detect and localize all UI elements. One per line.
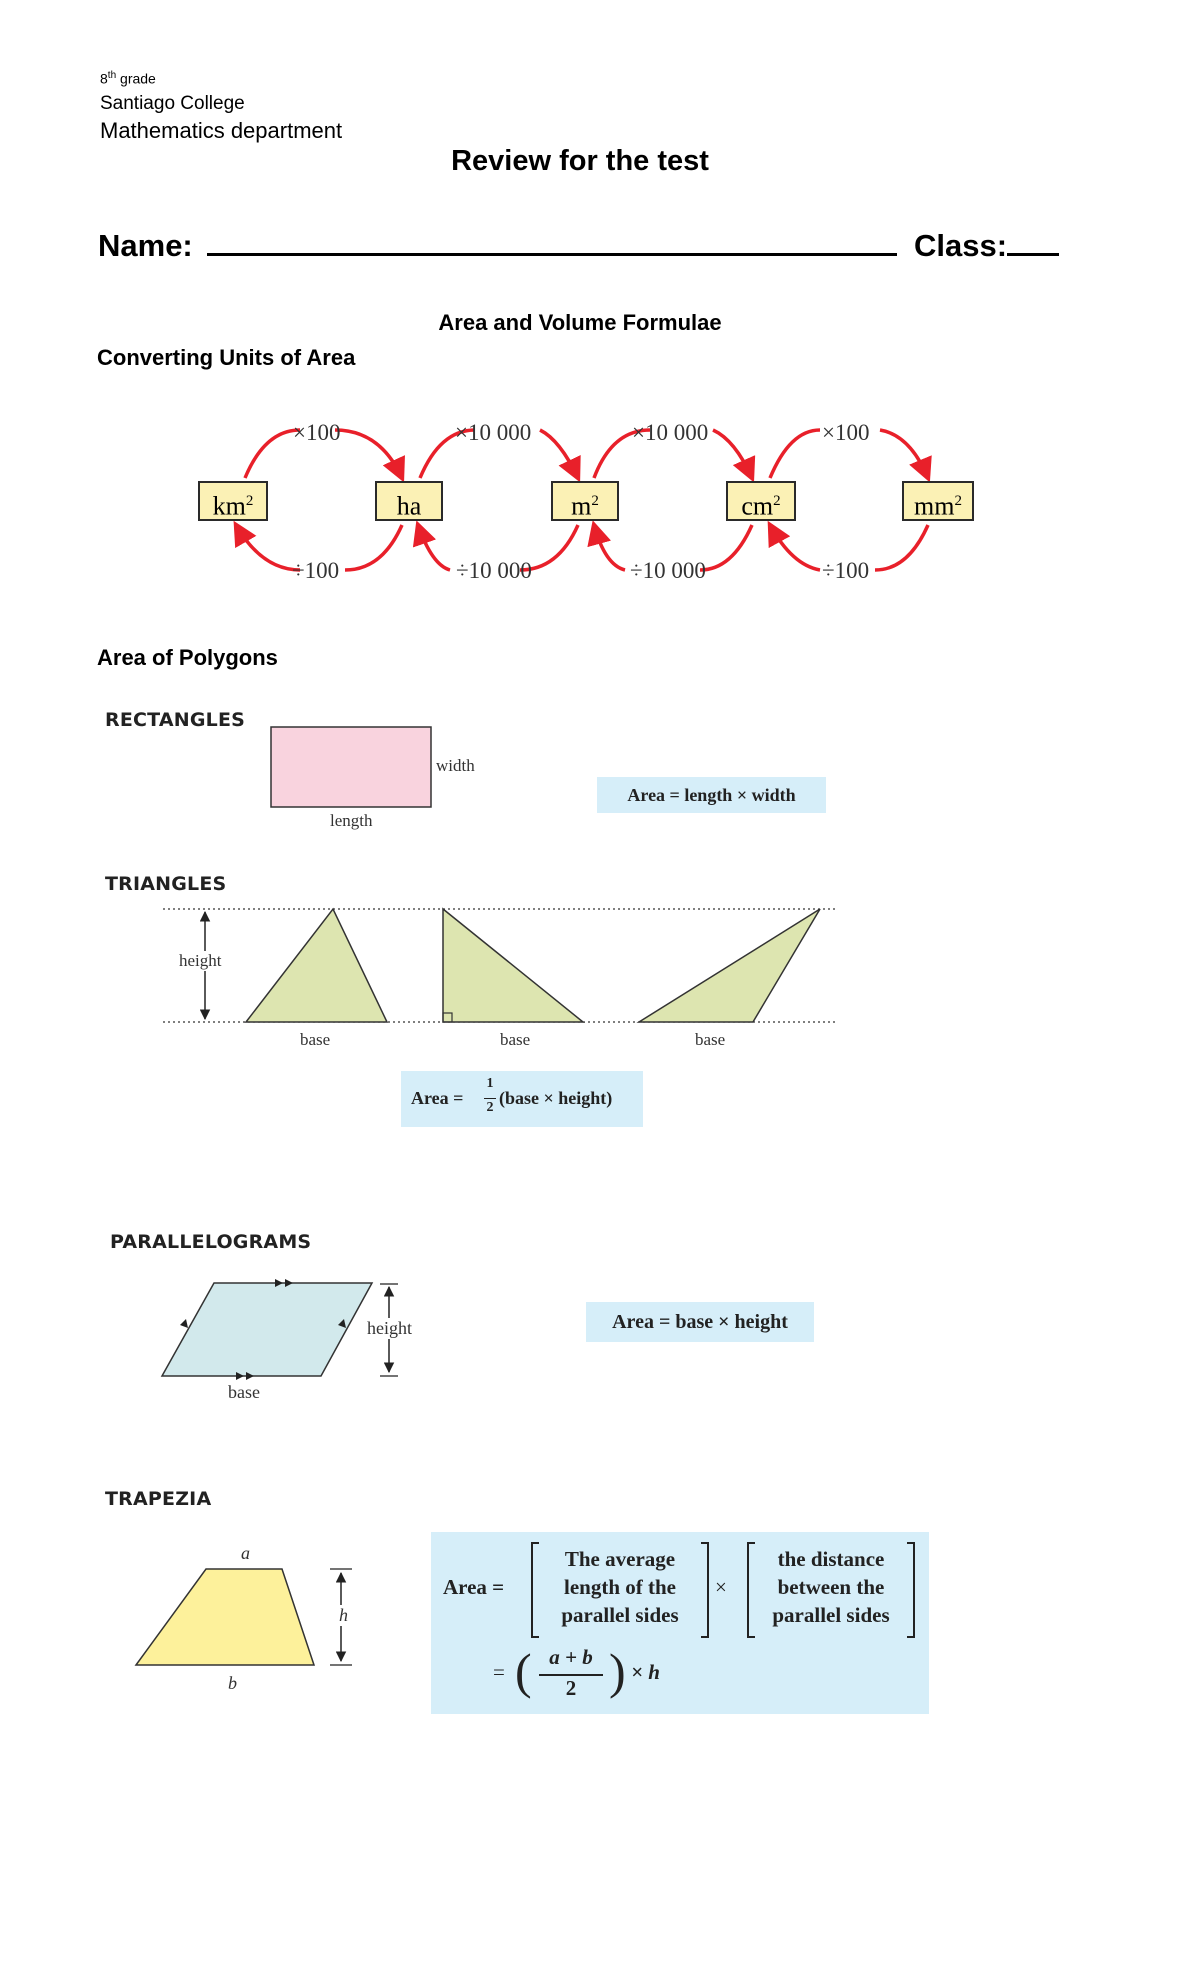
multiply-label-3: ×10 000 xyxy=(632,420,709,445)
triangle-formula-prefix: Area = xyxy=(411,1088,464,1108)
divide-label-1: ÷100 xyxy=(292,558,340,583)
divide-label-4: ÷100 xyxy=(822,558,870,583)
trapezium-area-label: Area = xyxy=(443,1575,505,1599)
unit-box-cm2: cm2 xyxy=(726,481,796,521)
triangles-caption: TRIANGLES xyxy=(105,873,227,895)
bracket-distance: the distance between the parallel sides xyxy=(747,1542,915,1638)
bracket2-line-2: between the xyxy=(777,1575,885,1599)
trapezium-times-h: × h xyxy=(631,1660,660,1684)
paren-close: ) xyxy=(609,1643,626,1699)
bracket2-line-3: parallel sides xyxy=(772,1603,890,1627)
triangle-formula-suffix: (base × height) xyxy=(499,1088,613,1108)
bracket1-line-2: length of the xyxy=(564,1575,676,1599)
school-name: Santiago College xyxy=(100,93,245,114)
triangle-shape-3 xyxy=(636,908,821,1023)
right-angle-marker xyxy=(442,1012,453,1023)
department-name: Mathematics department xyxy=(100,118,343,143)
triangle-frac-den: 2 xyxy=(486,1100,494,1115)
trapezium-times: × xyxy=(715,1575,727,1599)
parallel-marks xyxy=(180,1279,346,1380)
rectangle-formula: Area = length × width xyxy=(597,777,826,813)
triangle-base-label-1: base xyxy=(300,1030,331,1049)
triangle-base-label-2: base xyxy=(500,1030,531,1049)
bracket1-line-1: The average xyxy=(564,1547,676,1571)
trapezium-a-label: a xyxy=(241,1543,250,1563)
rectangle-width-label: width xyxy=(436,756,475,775)
parallelogram-formula: Area = base × height xyxy=(586,1302,814,1342)
parallelogram-height-label: height xyxy=(364,1318,415,1339)
unit-box-ha: ha xyxy=(375,481,443,521)
name-label: Name: xyxy=(98,228,193,263)
parallelogram-base-label: base xyxy=(228,1382,260,1402)
grade-label: 8th grade xyxy=(100,70,156,87)
name-blank[interactable] xyxy=(207,225,898,256)
rectangles-caption: RECTANGLES xyxy=(105,709,246,731)
polygons-heading: Area of Polygons xyxy=(97,645,278,670)
class-blank[interactable] xyxy=(1007,225,1060,256)
trapezium-shape xyxy=(134,1568,316,1666)
divide-label-3: ÷10 000 xyxy=(630,558,706,583)
bracket1-line-3: parallel sides xyxy=(561,1603,679,1627)
unit-box-mm2: mm2 xyxy=(902,481,974,521)
arrow-multiply-2 xyxy=(418,428,578,478)
unit-box-m2: m2 xyxy=(551,481,619,521)
section-subtitle: Area and Volume Formulae xyxy=(438,310,722,335)
arrow-multiply-4 xyxy=(768,428,928,478)
triangle-base-label-3: base xyxy=(695,1030,726,1049)
triangle-height-label: height xyxy=(177,951,224,971)
triangle-formula: Area = 1 2 (base × height) xyxy=(401,1071,643,1127)
bracket-average-length: The average length of the parallel sides xyxy=(531,1542,709,1638)
trapezia-caption: TRAPEZIA xyxy=(105,1488,212,1510)
trapezium-frac-den: 2 xyxy=(565,1676,577,1700)
trapezium-formula: Area = The average length of the paralle… xyxy=(431,1532,929,1714)
class-label: Class: xyxy=(914,228,1008,263)
page-title: Review for the test xyxy=(451,145,709,177)
trapezium-b-label: b xyxy=(228,1673,237,1693)
multiply-label-4: ×100 xyxy=(822,420,870,445)
trapezium-frac-num: a + b xyxy=(549,1645,593,1669)
parallelograms-caption: PARALLELOGRAMS xyxy=(110,1231,312,1253)
paren-open: ( xyxy=(515,1643,532,1699)
converting-heading: Converting Units of Area xyxy=(97,345,356,370)
bracket2-line-1: the distance xyxy=(777,1547,885,1571)
arrow-multiply-3 xyxy=(592,428,752,478)
multiply-label-2: ×10 000 xyxy=(455,420,532,445)
multiply-label-1: ×100 xyxy=(293,420,341,445)
divide-label-2: ÷10 000 xyxy=(456,558,532,583)
rectangle-shape xyxy=(270,726,432,808)
triangle-shape-1 xyxy=(244,907,389,1023)
arrow-multiply-1 xyxy=(243,428,402,478)
trapezium-equals: = xyxy=(493,1660,505,1684)
rectangle-length-label: length xyxy=(330,811,373,830)
unit-box-km2: km2 xyxy=(198,481,268,521)
arrow-divide-4 xyxy=(770,525,930,572)
parallelogram-shape xyxy=(160,1282,374,1377)
name-class-row: Name: Class: xyxy=(98,225,1060,264)
triangle-shape-2 xyxy=(442,907,586,1023)
triangle-frac-num: 1 xyxy=(486,1076,494,1091)
trapezium-h-label: h xyxy=(336,1605,351,1626)
